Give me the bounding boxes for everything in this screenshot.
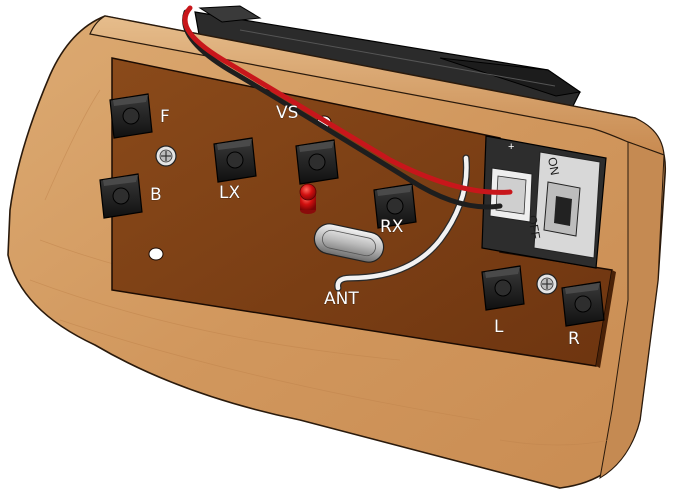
label-lx: LX bbox=[219, 183, 240, 203]
button-lx[interactable] bbox=[213, 137, 257, 183]
label-f: F bbox=[160, 107, 170, 127]
led-icon bbox=[299, 183, 317, 214]
push-button-icon bbox=[109, 93, 153, 139]
slide-switch-icon[interactable] bbox=[543, 181, 581, 237]
button-f[interactable] bbox=[109, 93, 153, 139]
pcb-labels: F B LX VS RX ANT L R bbox=[150, 103, 581, 350]
connector-icon bbox=[489, 167, 533, 223]
push-button-icon bbox=[373, 183, 417, 229]
black-wire bbox=[182, 9, 503, 210]
label-rx: RX bbox=[380, 217, 404, 237]
button-vs[interactable] bbox=[295, 139, 339, 185]
screw-icon bbox=[155, 145, 177, 167]
button-l[interactable] bbox=[481, 265, 525, 311]
button-r[interactable] bbox=[561, 281, 605, 327]
push-button-icon bbox=[561, 281, 605, 327]
label-r: R bbox=[568, 329, 580, 349]
push-button-icon bbox=[481, 265, 525, 311]
label-ant: ANT bbox=[324, 289, 359, 309]
button-rx[interactable] bbox=[373, 183, 417, 229]
power-switch-module: ON OFF + bbox=[481, 135, 607, 269]
switch-on-label: ON bbox=[545, 156, 562, 176]
push-button-icon bbox=[99, 173, 143, 219]
crystal-icon bbox=[313, 223, 385, 263]
push-button-icon bbox=[295, 139, 339, 185]
push-button-icon bbox=[213, 137, 257, 183]
plus-label: + bbox=[508, 141, 514, 153]
label-b: B bbox=[150, 185, 162, 205]
screw-icon bbox=[536, 273, 558, 295]
label-l: L bbox=[494, 317, 504, 337]
red-wire bbox=[182, 5, 513, 195]
label-vs: VS bbox=[276, 103, 298, 123]
button-b[interactable] bbox=[99, 173, 143, 219]
mounting-hole bbox=[148, 247, 164, 261]
